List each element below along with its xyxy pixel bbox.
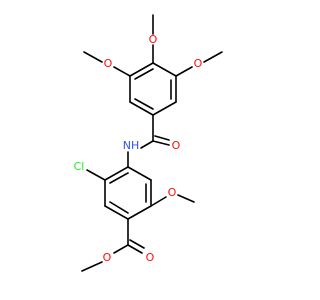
bond	[152, 101, 177, 116]
bond	[127, 244, 143, 254]
bond	[81, 261, 103, 272]
atom-label-oxygen: O	[103, 251, 112, 264]
bond	[109, 172, 129, 184]
molecule-diagram: O O O O NH Cl O O O	[74, 14, 223, 272]
atom-label-oxygen: O	[104, 57, 113, 70]
bond	[104, 166, 129, 181]
bond	[177, 194, 195, 203]
atom-label-oxygen: O	[194, 57, 203, 70]
bond	[109, 201, 129, 214]
bond	[134, 68, 154, 80]
bond	[140, 140, 154, 149]
bond	[127, 166, 152, 181]
atom-label-nitrogen: NH	[123, 139, 140, 152]
atom-label-oxygen: O	[168, 186, 177, 199]
diagram-canvas: O O O O NH Cl O O O	[74, 14, 223, 272]
atom-label-oxygen: O	[149, 33, 158, 46]
bond	[83, 51, 103, 63]
atom-label-oxygen: O	[146, 251, 155, 264]
bond	[129, 239, 145, 249]
bond	[127, 205, 152, 220]
atom-label-chlorine: Cl	[74, 160, 85, 173]
bond	[134, 98, 154, 110]
bond	[104, 205, 129, 220]
bond	[113, 66, 131, 77]
bond	[113, 244, 129, 254]
bond	[129, 101, 154, 116]
bond	[152, 62, 177, 77]
bond	[129, 62, 154, 77]
bond	[203, 51, 223, 63]
bond	[154, 135, 170, 141]
bond	[175, 66, 193, 77]
bond	[152, 140, 170, 146]
bond	[86, 169, 106, 181]
bonds	[81, 14, 223, 272]
bond	[150, 196, 167, 207]
atom-labels: O O O O NH Cl O O O	[74, 33, 203, 264]
atom-label-oxygen: O	[172, 139, 181, 152]
